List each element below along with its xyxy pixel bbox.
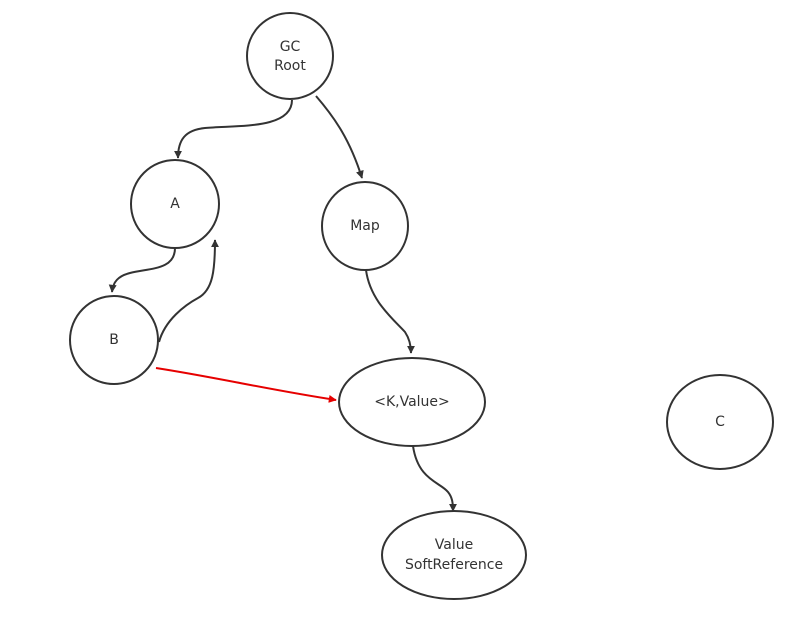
node-label: <K,Value> bbox=[374, 394, 450, 410]
node-gc-root: GC Root bbox=[246, 12, 334, 100]
node-label: C bbox=[715, 414, 725, 430]
node-label: SoftReference bbox=[405, 557, 503, 573]
edge-b-to-kv bbox=[155, 367, 337, 403]
edges bbox=[108, 95, 457, 512]
edge-a-to-b bbox=[108, 247, 176, 293]
node-label: Value bbox=[435, 537, 473, 553]
node-label: GC bbox=[280, 39, 301, 55]
node-label: Root bbox=[274, 58, 306, 74]
edge-kv-to-value-soft bbox=[412, 445, 457, 512]
node-a: A bbox=[130, 159, 220, 249]
edge-map-to-kv bbox=[365, 269, 415, 354]
node-label: A bbox=[170, 196, 180, 212]
node-c: C bbox=[666, 374, 774, 470]
node-b: B bbox=[69, 295, 159, 385]
edge-gc-root-to-a bbox=[174, 99, 293, 159]
node-map: Map bbox=[321, 181, 409, 271]
edge-b-to-a bbox=[158, 239, 219, 343]
edge-gc-root-to-map bbox=[315, 95, 364, 179]
node-kv: <K,Value> bbox=[338, 357, 486, 447]
node-value-softreference: Value SoftReference bbox=[381, 510, 527, 600]
node-label: Map bbox=[350, 218, 380, 234]
node-label: B bbox=[109, 332, 119, 348]
